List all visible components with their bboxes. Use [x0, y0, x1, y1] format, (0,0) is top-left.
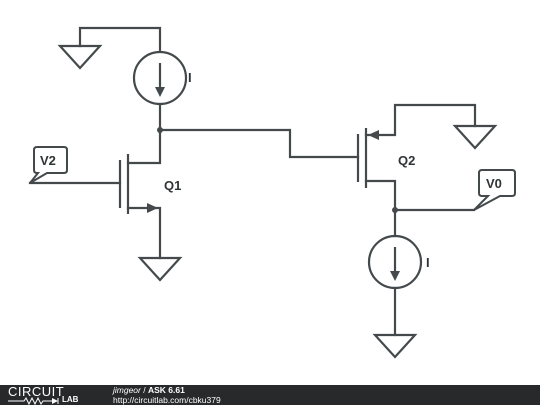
transistor-q2-label: Q2	[398, 153, 415, 168]
footer-url-link[interactable]: http://circuitlab.com/cbku379	[113, 394, 221, 405]
logo-text-lab: LAB	[62, 395, 79, 404]
logo-text-circuit: CIRCUIT	[8, 384, 65, 399]
transistor-q1-label: Q1	[164, 178, 181, 193]
current-source-bottom	[367, 234, 423, 337]
current-source-top	[132, 50, 188, 132]
transistor-q2-pmos	[356, 103, 477, 238]
footer-credits: jimgeor / ASK 6.61 http://circuitlab.com…	[113, 385, 221, 405]
output-port-v0-label: V0	[486, 176, 502, 191]
input-port-v2	[29, 146, 68, 184]
resistor-squiggle-icon	[8, 397, 59, 405]
current-source-bottom-label: I	[426, 255, 430, 270]
footer-author[interactable]: jimgeor	[113, 385, 141, 395]
wire-q1-drain-to-q2-gate	[158, 128, 360, 159]
ground-symbol-q1	[137, 256, 183, 282]
current-source-top-label: I	[188, 70, 192, 85]
input-port-v2-label: V2	[40, 153, 56, 168]
footer-title: ASK 6.61	[147, 385, 185, 395]
circuitlab-logo: CIRCUIT LAB	[8, 384, 92, 405]
output-port-v0	[473, 169, 516, 211]
ground-symbol-bottom	[372, 333, 418, 359]
ground-symbol-top-left	[57, 26, 162, 70]
footer-separator: /	[140, 385, 148, 395]
transistor-q1-nmos	[28, 128, 162, 260]
ground-symbol-q2	[452, 124, 498, 150]
footer-bar: CIRCUIT LAB jimgeor / ASK 6.61 http://ci…	[0, 385, 540, 405]
circuit-schematic: I Q1 V2 Q2	[28, 26, 516, 359]
